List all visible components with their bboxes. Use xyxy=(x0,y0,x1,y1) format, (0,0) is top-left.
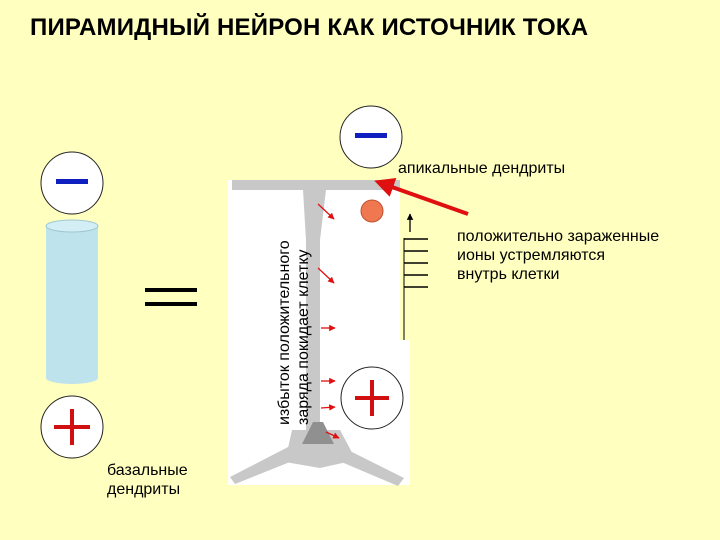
equals-sign-top xyxy=(145,288,197,292)
outflow-label-line-1: избыток положительного xyxy=(276,240,293,425)
basal-label-line-1: базальные xyxy=(107,462,188,479)
basal-label-line-2: дендриты xyxy=(107,480,181,498)
minus-sign-top xyxy=(355,133,387,138)
cylinder-top xyxy=(45,219,99,233)
charge-outflow-label: избыток положительного заряда покидает к… xyxy=(275,185,325,425)
plus-sign-left-v xyxy=(70,409,74,445)
ions-label-line-3: внутрь клетки xyxy=(457,265,560,283)
basal-dendrites-label: базальные дендриты xyxy=(107,462,188,500)
apical-dendrites-label: апикальные дендриты xyxy=(398,160,566,177)
outflow-arrow xyxy=(317,267,335,284)
outflow-arrow xyxy=(317,203,335,220)
outflow-arrow xyxy=(325,431,340,439)
equals-sign-bottom xyxy=(145,302,197,306)
channel-ticks xyxy=(404,238,428,288)
ions-label-line-2: ионы устремляются xyxy=(457,246,606,264)
page-title: ПИРАМИДНЫЙ НЕЙРОН КАК ИСТОЧНИК ТОКА xyxy=(30,14,589,41)
basal-dendrite-left xyxy=(230,445,300,484)
outflow-arrows xyxy=(317,203,340,439)
basal-dendrite-right xyxy=(332,445,404,486)
apical-dendrite-top xyxy=(232,180,400,190)
outflow-arrow xyxy=(320,404,336,411)
ion-entry-arrow xyxy=(374,177,469,216)
outflow-label-line-2: заряда покидает клетку xyxy=(295,249,313,425)
plus-sign-soma-v xyxy=(370,380,374,416)
positive-ions-label: положительно зараженные ионы устремляютс… xyxy=(457,228,717,285)
positive-ion xyxy=(360,199,384,223)
apical-shaft xyxy=(303,190,326,430)
minus-sign-left xyxy=(56,179,88,184)
soma-tip xyxy=(302,422,334,444)
pyramidal-neuron xyxy=(230,180,404,486)
cylinder-bottom xyxy=(46,372,98,384)
ions-label-line-1: положительно зараженные xyxy=(457,228,660,245)
cylinder xyxy=(46,226,98,378)
